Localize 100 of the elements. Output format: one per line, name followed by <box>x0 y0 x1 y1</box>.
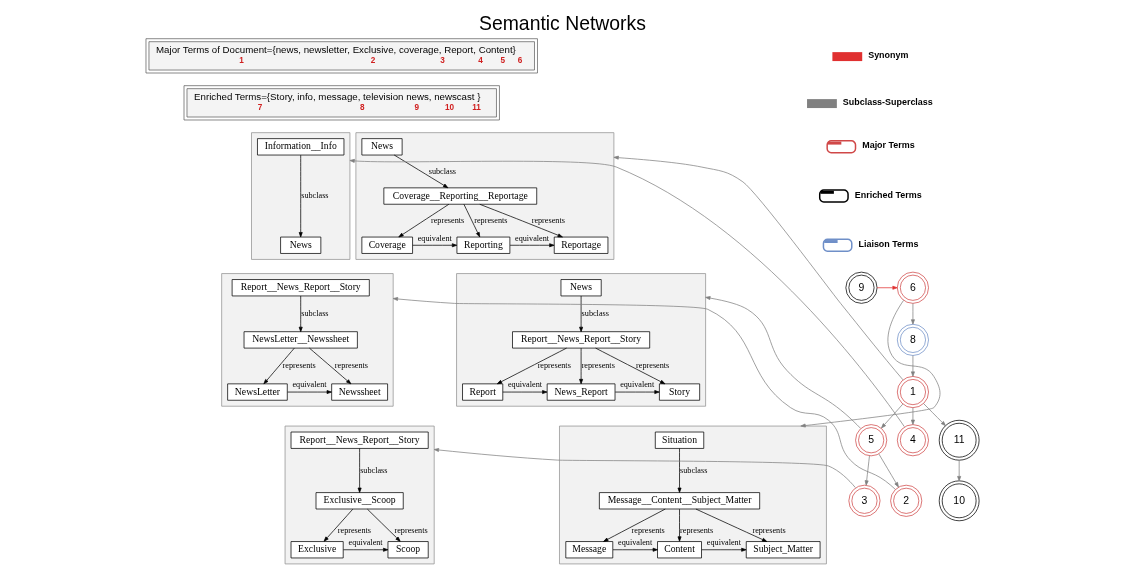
arrow <box>412 243 458 248</box>
cluster <box>284 425 435 565</box>
node-box: Report__News_Report__Story <box>290 431 429 449</box>
arrow <box>864 455 870 486</box>
legend-label: Liaison Terms <box>858 238 919 249</box>
edge-label: equivalent <box>348 538 383 548</box>
node-box: Coverage__Reporting__Reportage <box>383 187 538 205</box>
node-box: Reportage <box>553 236 609 254</box>
edge-label: equivalent <box>417 233 452 243</box>
node-box: NewsLetter <box>227 383 288 401</box>
arrow <box>957 459 962 482</box>
edge-label: subclass <box>301 308 329 318</box>
arrow <box>357 448 362 493</box>
edge-label: represents <box>636 361 670 371</box>
edge-label: represents <box>680 526 714 536</box>
edge-label: equivalent <box>515 233 550 243</box>
node-box: Message__Content__Subject_Matter <box>599 492 761 510</box>
node-box: Content <box>657 541 702 559</box>
edge-label: equivalent <box>706 538 741 548</box>
arrow <box>579 295 584 332</box>
arrow <box>705 296 861 429</box>
node-box: News <box>361 138 403 156</box>
arrow <box>800 300 941 428</box>
cluster <box>251 132 351 260</box>
arrow <box>393 154 449 189</box>
arrow <box>695 508 768 542</box>
arrow <box>595 347 666 385</box>
edge-label: represents <box>531 215 565 225</box>
node-box: Story <box>659 383 701 401</box>
node-box: Situation <box>654 431 705 449</box>
edge-label: subclass <box>581 308 609 318</box>
node-box: News <box>280 236 322 254</box>
arrow <box>701 547 747 552</box>
node-box: Subject_Matter <box>745 541 821 559</box>
edge-label: subclass <box>680 465 708 475</box>
node-box: Exclusive__Scoop <box>315 492 404 510</box>
node-box: Reporting <box>456 236 511 254</box>
arrow <box>463 203 481 238</box>
arrow <box>502 390 548 394</box>
arrow <box>298 154 303 238</box>
node-box: Newssheet <box>331 383 388 401</box>
arrow <box>677 448 682 493</box>
arrow <box>923 403 946 427</box>
arrow <box>433 448 856 488</box>
node-box: NewsLetter__Newssheet <box>243 331 358 349</box>
edge-label: represents <box>537 361 571 371</box>
legend-label: Enriched Terms <box>854 189 922 200</box>
legend-label: Subclass-Superclass <box>842 96 933 107</box>
node-box: Exclusive <box>290 541 344 559</box>
node-box: Report__News_Report__Story <box>512 331 651 349</box>
arrow <box>349 158 905 428</box>
edge-label: represents <box>431 215 465 225</box>
node-box: Message <box>565 541 614 559</box>
arrow <box>398 203 450 238</box>
edge-label: equivalent <box>292 380 327 390</box>
edge-label: represents <box>752 526 786 536</box>
arrow <box>911 303 915 325</box>
edge-label: represents <box>581 361 615 371</box>
node-box: News <box>560 279 602 297</box>
arrow <box>496 347 567 385</box>
edge-label: represents <box>334 361 369 371</box>
arrow <box>479 203 563 238</box>
arrow <box>677 508 682 542</box>
edge-label: represents <box>631 526 665 536</box>
arrow <box>579 347 584 385</box>
arrow <box>263 347 295 385</box>
node-box: Report <box>462 383 504 401</box>
legend-label: Major Terms <box>862 140 915 151</box>
arrow <box>323 508 354 542</box>
edge-label: subclass <box>301 191 329 201</box>
arrow <box>612 547 658 552</box>
arrow <box>911 355 915 377</box>
arrow <box>613 155 904 381</box>
edge-label: represents <box>282 361 316 371</box>
node-box: Information__Info <box>257 138 345 156</box>
arrow <box>309 347 352 385</box>
node-box: News_Report <box>546 383 616 401</box>
arrow <box>392 297 896 490</box>
edge-label: equivalent <box>507 380 543 390</box>
arrow <box>881 403 904 429</box>
node-box: Scoop <box>387 541 429 559</box>
edge-label: subclass <box>360 465 388 475</box>
arrow <box>911 407 915 425</box>
arrow <box>367 508 401 542</box>
cluster <box>221 273 394 407</box>
edge-label: represents <box>474 215 508 225</box>
edge-label: equivalent <box>618 538 653 548</box>
arrow <box>603 508 666 542</box>
cluster <box>355 132 615 260</box>
node-box: Coverage <box>361 236 413 254</box>
arrow <box>509 243 555 248</box>
arrow <box>298 295 303 332</box>
edge-label: represents <box>394 526 428 536</box>
arrow <box>876 285 898 290</box>
diagram-title: Semantic Networks <box>479 11 646 34</box>
arrow <box>614 390 660 394</box>
arrow <box>287 390 332 394</box>
cluster <box>456 273 706 407</box>
legend-label: Synonym <box>868 49 909 60</box>
arrow <box>343 547 389 552</box>
